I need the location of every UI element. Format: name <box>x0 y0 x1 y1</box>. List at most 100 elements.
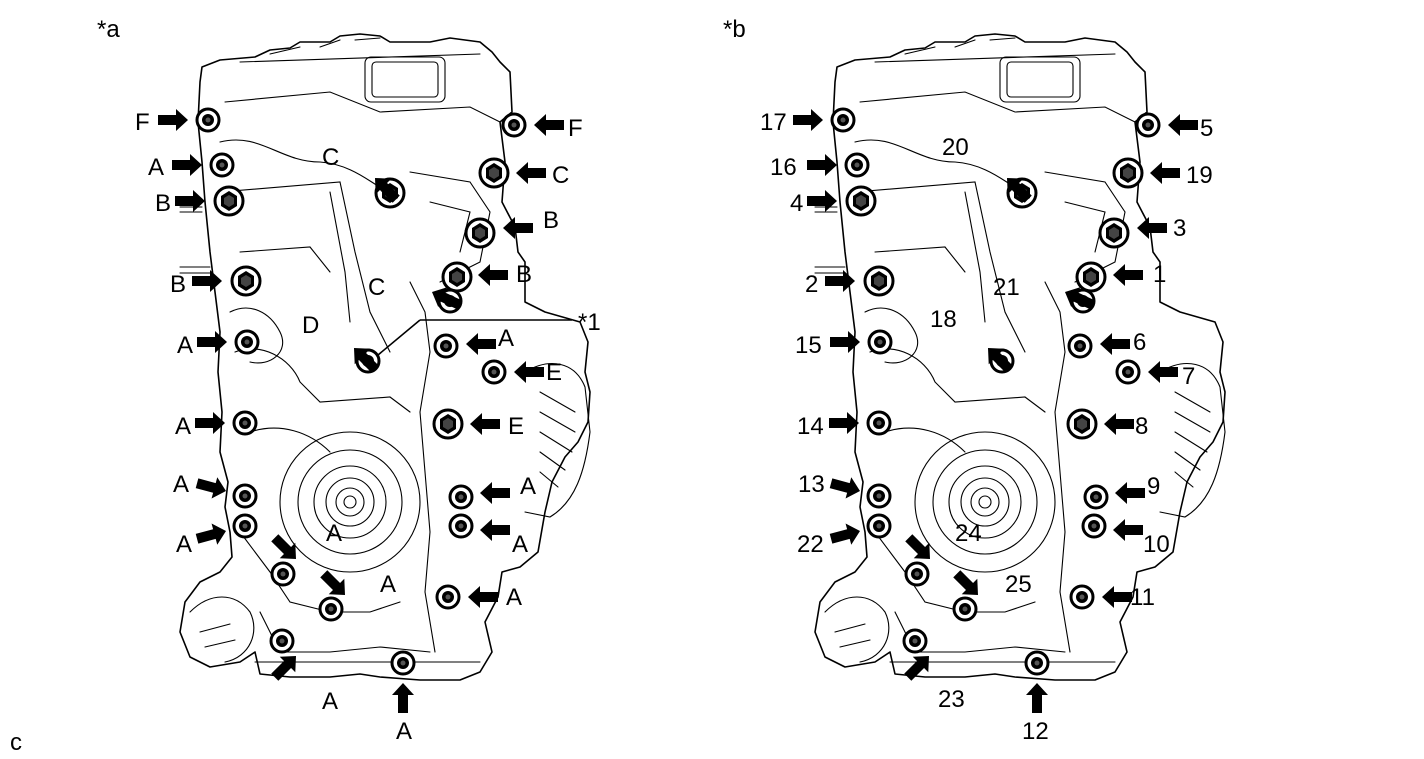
panel-b-bolt-12 <box>1024 650 1050 676</box>
panel-a-arrow-5 <box>197 331 227 353</box>
panel-a-bolt-4 <box>230 265 262 297</box>
panel-b-bolt-callout: 10 <box>1081 513 1170 558</box>
panel-b-arrow-7 <box>828 472 863 502</box>
panel-a-bolt-1 <box>195 107 221 133</box>
panel-b-bolt-label-6: 14 <box>797 413 824 440</box>
panel-a-bolt-callout: D <box>302 312 383 377</box>
panel-a-bolt-label-14: C <box>552 162 569 189</box>
panel-a-arrow-8 <box>194 520 229 550</box>
panel-a-arrow-20 <box>466 333 496 355</box>
panel-a-bolt-7 <box>232 483 258 509</box>
panel-b-bolt-label-25: 11 <box>1130 584 1155 611</box>
corner-label: c <box>10 729 22 756</box>
panel-a-bolt-14 <box>478 157 510 189</box>
panel-a-bolt-label-4: B <box>170 271 186 298</box>
panel-a-arrow-22 <box>470 413 500 435</box>
panel-a-bolt-callout: A <box>448 513 528 558</box>
panel-b-arrow-6 <box>829 412 859 434</box>
panel-b-arrow-24 <box>1113 519 1143 541</box>
panel-a-arrow-2 <box>172 154 202 176</box>
panel-a-bolt-16 <box>464 217 496 249</box>
panel-a-arrow-11 <box>267 648 304 685</box>
panel-a-callout-label: *1 <box>578 309 601 336</box>
panel-a-bolt-22 <box>432 408 464 440</box>
panel-b-bolt-label-21: 7 <box>1182 363 1195 390</box>
panel-b-bolt-label-4: 2 <box>805 271 818 298</box>
panel-a-bolt-24 <box>448 513 474 539</box>
panel-a-bolt-5 <box>234 329 260 355</box>
panel-b-arrow-8 <box>828 520 863 550</box>
panel-a-bolt-label-10: A <box>380 571 396 598</box>
panel-b-bolt-10 <box>952 596 978 622</box>
panel-a-bolt-callout: E <box>481 359 562 386</box>
panel-a-bolt-label-7: A <box>173 471 189 498</box>
panel-b-bolt-5 <box>867 329 893 355</box>
panel-a-bolt-17 <box>441 261 473 293</box>
panel-a-bolt-callout: A <box>175 410 258 440</box>
panel-b-bolt-label-11: 23 <box>938 686 965 713</box>
panel-a-bolt-11 <box>269 628 295 654</box>
panel-a-arrow-13 <box>534 114 564 136</box>
panel-a-bolt-label-17: B <box>516 261 532 288</box>
panel-b-bolt-callout: 8 <box>1066 408 1148 440</box>
panel-a-bolt-callout: B <box>155 185 245 217</box>
panel-b-bolt-callout: 22 <box>797 513 892 558</box>
panel-a-bolt-12 <box>390 650 416 676</box>
panel-a-bolt-2 <box>209 152 235 178</box>
panel-b-bolt-callout: 24 <box>901 520 982 587</box>
panel-b-arrow-21 <box>1148 361 1178 383</box>
panel-a-callout-leader <box>371 319 421 361</box>
panel-a-bolt-callout: A <box>433 325 514 359</box>
panel-b-bolt-callout: 20 <box>942 134 1038 209</box>
panel-a-arrow-7 <box>194 472 229 502</box>
panel-a-bolt-callout: A <box>267 520 342 587</box>
panel-b-bolt-25 <box>1069 584 1095 610</box>
panel-a-arrow-16 <box>503 217 533 239</box>
panel-a-bolt-label-11: A <box>322 688 338 715</box>
panel-b-bolt-label-14: 19 <box>1186 162 1213 189</box>
panel-b-bolt-label-10: 25 <box>1005 571 1032 598</box>
panel-a-bolt-3 <box>213 185 245 217</box>
panel-b-bolt-callout: 25 <box>949 566 1032 622</box>
panel-a-arrow-1 <box>158 109 188 131</box>
panel-b-bolt-label-12: 12 <box>1022 718 1049 745</box>
panel-a-bolt-label-25: A <box>506 584 522 611</box>
panel-a-bolt-8 <box>232 513 258 539</box>
panel-b-bolt-11 <box>902 628 928 654</box>
panel-b-bolt-2 <box>844 152 870 178</box>
panel-b-title: *b <box>723 16 746 43</box>
panel-b-bolt-9 <box>904 561 930 587</box>
panel-b-bolt-22 <box>1066 408 1098 440</box>
panel-b-bolt-label-9: 24 <box>955 520 982 547</box>
panel-b-arrow-11 <box>900 648 937 685</box>
panel-b-bolt-callout: 5 <box>1135 112 1213 142</box>
panel-a-bolt-label-5: A <box>177 332 193 359</box>
panel-a-bolt-callout: B <box>441 261 532 293</box>
panel-b-bolt-callout: 12 <box>1022 650 1050 745</box>
panel-b-bolt-label-18: 21 <box>993 274 1020 301</box>
panel-b-bolt-callout: 7 <box>1115 359 1195 390</box>
panel-b-bolt-7 <box>866 483 892 509</box>
panel-a-bolt-9 <box>270 561 296 587</box>
panel-b-bolt-label-2: 16 <box>770 154 797 181</box>
panel-a-arrow-23 <box>480 482 510 504</box>
panel-b-bolt-callout: 16 <box>770 152 870 181</box>
panel-a-bolt-callout: A <box>267 628 338 715</box>
panel-b-arrow-25 <box>1102 586 1132 608</box>
panel-b-bolt-23 <box>1083 484 1109 510</box>
panel-b-bolt-16 <box>1098 217 1130 249</box>
panel-a-bolt-label-1: F <box>135 109 150 136</box>
panel-b-bolt-label-7: 13 <box>798 471 825 498</box>
panel-a-bolt-callout: A <box>173 471 258 509</box>
panel-b-bolt-3 <box>845 185 877 217</box>
panel-a-arrow-14 <box>516 162 546 184</box>
panel-b-bolt-label-24: 10 <box>1143 531 1170 558</box>
panel-a-bolt-callout: C <box>322 144 406 209</box>
panel-b-bolt-callout: 19 <box>1112 157 1213 189</box>
panel-b-arrow-17 <box>1113 264 1143 286</box>
panel-a-bolt-callout: A <box>148 152 235 181</box>
panel-b-bolt-callout: 13 <box>798 471 892 509</box>
panel-a-bolt-13 <box>501 112 527 138</box>
panel-a-bolt-label-16: B <box>543 207 559 234</box>
